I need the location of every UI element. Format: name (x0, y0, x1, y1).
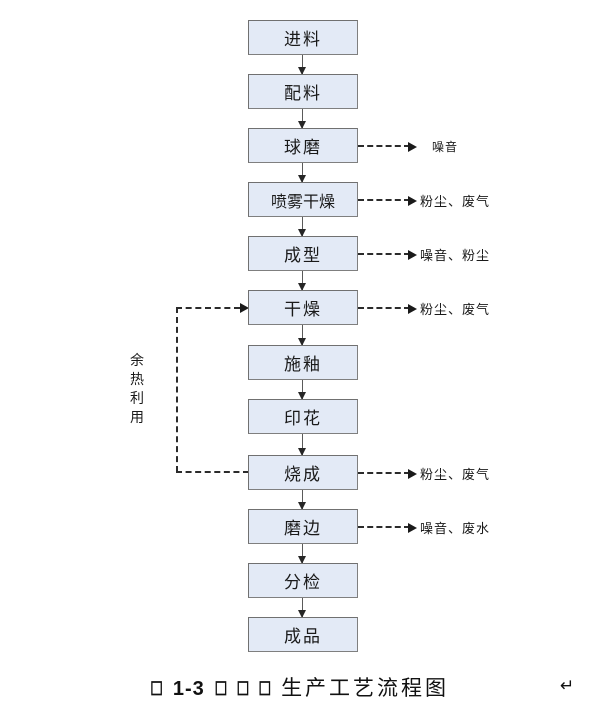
connector-drying-glazing (298, 325, 306, 346)
connector-batching-ballmill (298, 109, 306, 129)
recycle-loop-left-segment (176, 307, 179, 472)
caption-title-text: 生产工艺流程图 (281, 676, 450, 700)
node-firing[interactable]: 烧成 (248, 455, 358, 490)
recycle-loop-label-char-2: 热 (130, 373, 144, 388)
caption-mid-boxes: ⎕ ⎕ ⎕ (215, 679, 271, 700)
node-forming[interactable]: 成型 (248, 236, 358, 271)
emission-arrow-edge-grinding (358, 523, 417, 533)
node-spray-drying[interactable]: 喷雾干燥 (248, 182, 358, 217)
emission-arrow-spray-dry (358, 196, 417, 206)
emission-label-edge-grinding: 噪音、废水 (420, 521, 491, 536)
node-product[interactable]: 成品 (248, 617, 358, 652)
emission-arrow-drying (358, 304, 417, 314)
emission-label-drying: 粉尘、废气 (420, 302, 491, 317)
node-drying[interactable]: 干燥 (248, 290, 358, 325)
emission-arrow-firing (358, 469, 417, 479)
connector-ballmill-spraydry (298, 163, 306, 183)
recycle-loop-top-segment (176, 307, 240, 310)
emission-label-firing: 粉尘、废气 (420, 467, 491, 482)
recycle-loop-bottom-segment (176, 471, 249, 474)
node-sorting[interactable]: 分检 (248, 563, 358, 598)
connector-firing-edgegrinding (298, 490, 306, 510)
node-glazing[interactable]: 施釉 (248, 345, 358, 380)
emission-arrow-forming (358, 250, 417, 260)
connector-spraydry-forming (298, 217, 306, 237)
caption-figure-number: 1-3 (172, 678, 205, 700)
connector-sorting-product (298, 598, 306, 618)
recycle-loop-label: 余 热 利 用 (128, 352, 146, 428)
emission-arrow-ball-mill (358, 142, 417, 152)
connector-forming-drying (298, 271, 306, 291)
node-edge-grinding[interactable]: 磨边 (248, 509, 358, 544)
connector-glazing-printing (298, 380, 306, 400)
node-batching[interactable]: 配料 (248, 74, 358, 109)
node-printing[interactable]: 印花 (248, 399, 358, 434)
node-ball-mill[interactable]: 球磨 (248, 128, 358, 163)
emission-label-spray-dry: 粉尘、废气 (420, 194, 491, 209)
emission-label-ball-mill: 噪音 (432, 140, 459, 154)
recycle-loop-label-char-4: 用 (130, 411, 144, 426)
paragraph-mark: ↵ (560, 676, 575, 695)
recycle-loop-label-char-1: 余 (130, 354, 144, 369)
emission-label-forming: 噪音、粉尘 (420, 248, 491, 263)
caption-prefix-box: ⎕ (150, 679, 163, 700)
figure-caption: ⎕ 1-3 ⎕ ⎕ ⎕ 生产工艺流程图 (0, 672, 600, 702)
connector-printing-firing (298, 434, 306, 456)
connector-feed-batching (298, 55, 306, 75)
node-feed[interactable]: 进料 (248, 20, 358, 55)
recycle-loop-label-char-3: 利 (130, 392, 144, 407)
connector-edgegrinding-sorting (298, 544, 306, 564)
recycle-loop-arrowhead (240, 303, 249, 313)
